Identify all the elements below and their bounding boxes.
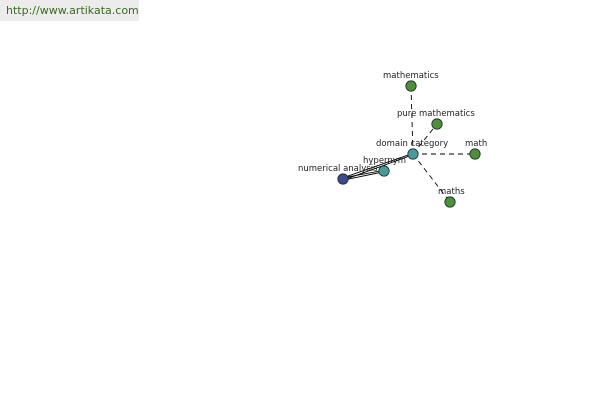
edge-numerical_analysis-hypernym-a <box>342 169 385 179</box>
node-label-mathematics[interactable]: mathematics <box>383 71 439 81</box>
node-math[interactable] <box>469 148 481 160</box>
node-label-math[interactable]: math <box>465 139 487 149</box>
nodes-layer <box>337 80 481 208</box>
edge-numerical_analysis-domain_category-a <box>342 152 414 179</box>
node-pure-mathematics[interactable] <box>431 118 443 130</box>
edge-domain_category-pure_mathematics <box>412 123 438 155</box>
edge-domain_category-mathematics <box>410 85 414 155</box>
node-label-maths[interactable]: maths <box>438 187 465 197</box>
node-domain-category[interactable] <box>407 148 419 160</box>
node-numerical-analysis[interactable] <box>337 173 349 185</box>
node-maths[interactable] <box>444 196 456 208</box>
edges-layer <box>342 85 475 203</box>
edge-domain_category-maths <box>412 153 451 203</box>
edge-numerical_analysis-domain_category-b <box>342 154 414 181</box>
node-hypernym[interactable] <box>378 165 390 177</box>
node-label-domain-category[interactable]: domain category <box>376 139 448 149</box>
edge-numerical_analysis-hypernym-b <box>342 171 385 181</box>
node-label-hypernym[interactable]: hypernym <box>363 156 406 166</box>
site-url-banner[interactable]: http://www.artikata.com <box>0 0 139 21</box>
node-mathematics[interactable] <box>405 80 417 92</box>
node-label-numerical-analysis[interactable]: numerical analysis <box>298 164 378 174</box>
node-label-pure-mathematics[interactable]: pure mathematics <box>397 109 475 119</box>
